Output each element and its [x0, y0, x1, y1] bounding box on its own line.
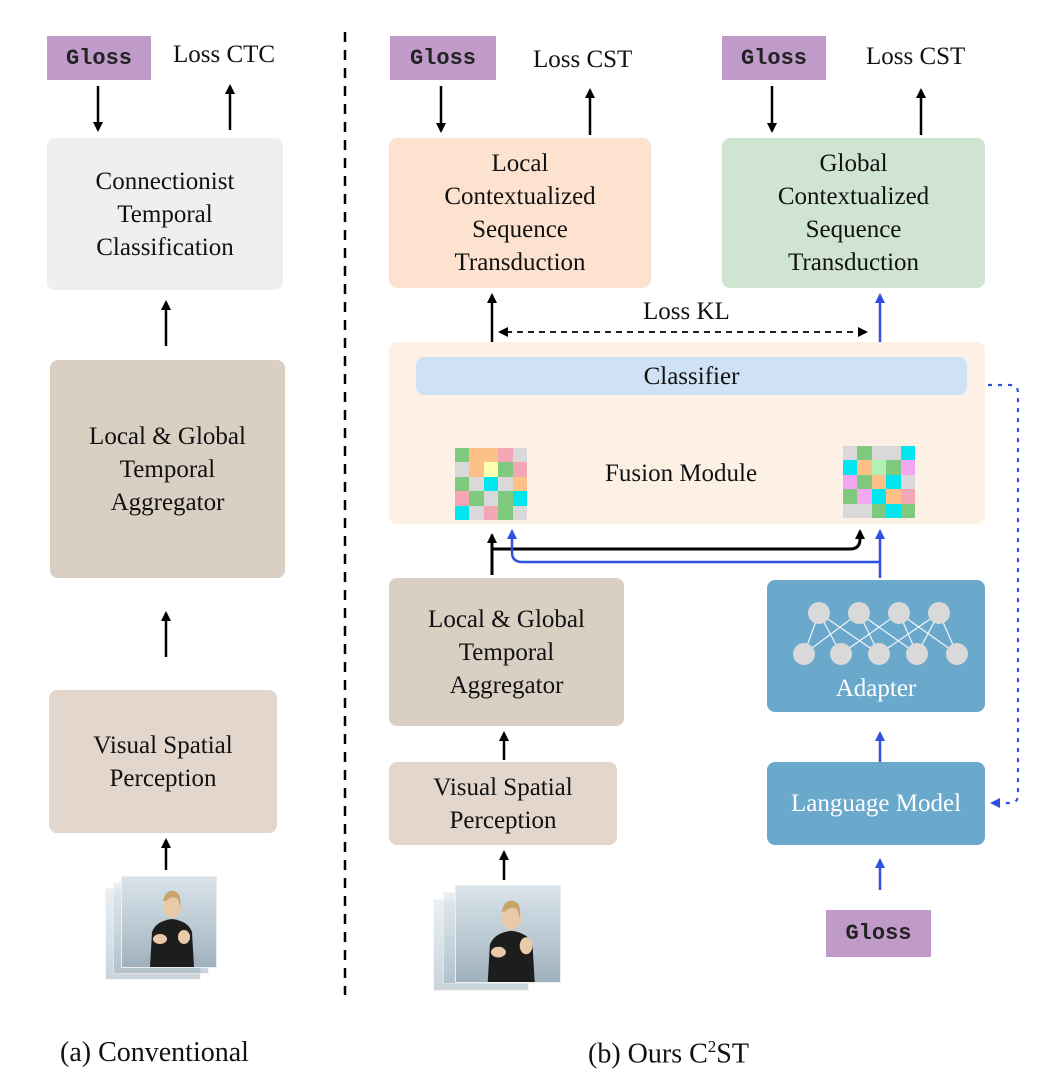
right-caption-suffix: ST: [716, 1038, 749, 1070]
right-aggregator-box: Local & Global Temporal Aggregator: [389, 578, 624, 726]
global-cst-box: Global Contextualized Sequence Transduct…: [722, 138, 985, 288]
signer-figure: [487, 900, 535, 982]
aggregator-cross-black-path: [492, 529, 865, 551]
left-perception-box: Visual Spatial Perception: [49, 690, 277, 833]
right-caption-superscript: 2: [707, 1037, 717, 1056]
bottom-gloss-tag: Gloss: [826, 910, 931, 957]
local-cst-box: Local Contextualized Sequence Transducti…: [389, 138, 651, 288]
global-gloss-tag: Gloss: [722, 36, 826, 80]
video-frame-front: [121, 876, 217, 968]
right-caption-prefix: (b) Ours C: [588, 1038, 708, 1070]
local-loss-cst-label: Loss CST: [533, 46, 633, 73]
left-aggregator-box: Local & Global Temporal Aggregator: [50, 360, 285, 578]
ctc-box: Connectionist Temporal Classification: [47, 138, 283, 290]
adapter-cross-blue-path: [507, 529, 880, 564]
right-video-frames: [433, 885, 563, 995]
adapter-box: Adapter: [767, 580, 985, 712]
right-perception-box: Visual Spatial Perception: [389, 762, 617, 845]
right-caption: (b) Ours C2ST: [588, 1037, 749, 1070]
local-gloss-tag: Gloss: [390, 36, 496, 80]
neural-network-icon: [793, 602, 968, 665]
local-feature-grid: [455, 448, 527, 520]
video-frame-front: [455, 885, 561, 983]
global-feature-grid: [843, 446, 915, 518]
adapter-label: Adapter: [835, 675, 917, 702]
left-loss-ctc-label: Loss CTC: [173, 41, 276, 68]
global-loss-cst-label: Loss CST: [866, 43, 966, 70]
left-gloss-tag: Gloss: [47, 36, 151, 80]
language-model-box: Language Model: [767, 762, 985, 845]
signer-figure: [150, 890, 194, 967]
left-caption: (a) Conventional: [60, 1037, 249, 1068]
loss-kl-label: Loss KL: [643, 298, 730, 325]
classifier-bar: Classifier: [416, 357, 967, 395]
left-video-frames: [105, 876, 225, 981]
fusion-module-label: Fusion Module: [605, 460, 758, 487]
